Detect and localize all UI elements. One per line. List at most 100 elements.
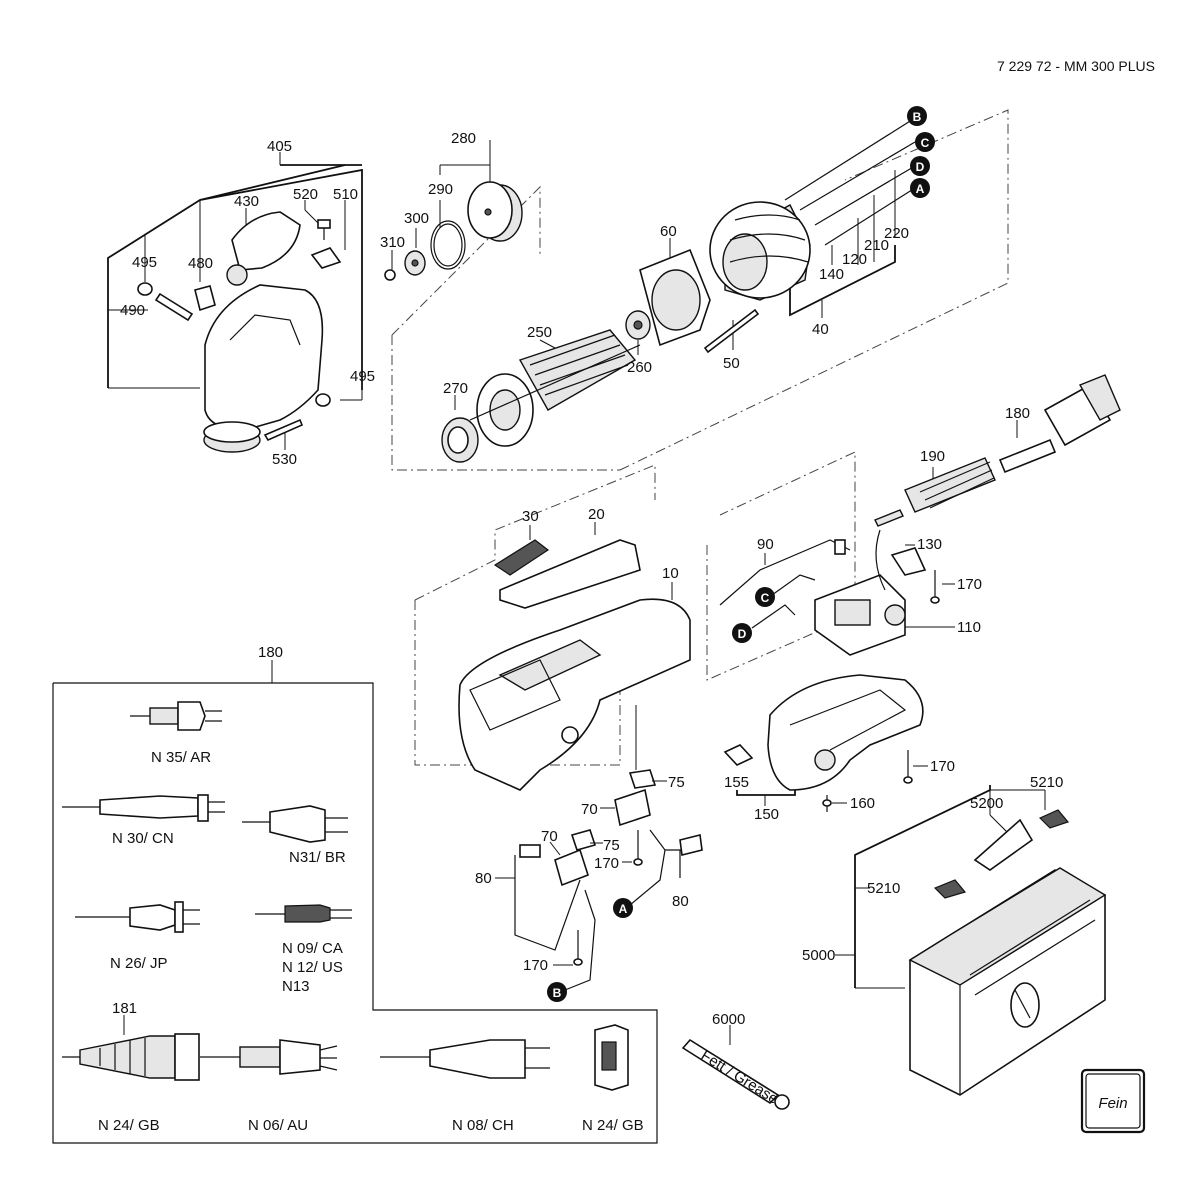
plug-au: N 06/ AU bbox=[200, 1039, 338, 1134]
callout-160: 160 bbox=[850, 795, 875, 812]
plug-cn: N 30/ CN bbox=[62, 794, 225, 847]
carry-case-group: 5210 5200 5210 5000 bbox=[802, 774, 1107, 1096]
plug-variants-box: 180 N 35/ AR N 30/ CN N31/ BR bbox=[52, 644, 658, 1144]
svg-text:Fein: Fein bbox=[1098, 1095, 1127, 1112]
plug-label-gb-2: N 24/ GB bbox=[582, 1117, 644, 1134]
callout-181: 181 bbox=[112, 1000, 137, 1017]
plug-jp: N 26/ JP bbox=[75, 901, 200, 972]
callout-5200: 5200 bbox=[970, 795, 1003, 812]
plug-label-jp: N 26/ JP bbox=[110, 955, 168, 972]
callout-150: 150 bbox=[754, 806, 779, 823]
callout-75-lower: 75 bbox=[603, 837, 620, 854]
callout-310: 310 bbox=[380, 234, 405, 251]
svg-text:A: A bbox=[916, 182, 925, 196]
callout-80-left: 80 bbox=[475, 870, 492, 887]
wire-marker-d-mid: D bbox=[732, 623, 752, 643]
callout-270: 270 bbox=[443, 380, 468, 397]
callout-130: 130 bbox=[917, 536, 942, 553]
callout-280: 280 bbox=[451, 130, 476, 147]
callout-155: 155 bbox=[724, 774, 749, 791]
plug-label-ar: N 35/ AR bbox=[151, 749, 211, 766]
callout-170-mid: 170 bbox=[594, 855, 619, 872]
motor-group: 280 290 300 310 60 250 260 270 50 40 140… bbox=[380, 106, 1009, 471]
callout-140: 140 bbox=[819, 266, 844, 283]
callout-290: 290 bbox=[428, 181, 453, 198]
callout-430: 430 bbox=[234, 193, 259, 210]
callout-220: 220 bbox=[884, 225, 909, 242]
callout-5210-top: 5210 bbox=[1030, 774, 1063, 791]
plug-label-br: N31/ BR bbox=[289, 849, 346, 866]
svg-text:C: C bbox=[921, 136, 930, 150]
switch-brush-group: A B 75 70 70 75 170 80 80 170 bbox=[475, 705, 703, 1002]
callout-20: 20 bbox=[588, 506, 605, 523]
callout-260: 260 bbox=[627, 359, 652, 376]
callout-6000: 6000 bbox=[712, 1011, 745, 1028]
plug-label-au: N 06/ AU bbox=[248, 1117, 308, 1134]
plug-gb: N 24/ GB bbox=[582, 1024, 644, 1134]
plug-label-us: N 12/ US bbox=[282, 959, 343, 976]
electronics-group: C D 90 130 170 110 bbox=[719, 509, 982, 656]
callout-405: 405 bbox=[267, 138, 292, 155]
callout-180-main: 180 bbox=[1005, 405, 1030, 422]
callout-495-right: 495 bbox=[350, 368, 375, 385]
plug-ar: N 35/ AR bbox=[130, 701, 222, 766]
plug-br: N31/ BR bbox=[242, 805, 348, 866]
callout-120: 120 bbox=[842, 251, 867, 268]
callout-75-upper: 75 bbox=[668, 774, 685, 791]
fein-logo: Fein bbox=[1080, 1068, 1146, 1134]
svg-text:B: B bbox=[553, 986, 562, 1000]
gear-head-group: 405 430 520 510 495 480 490 495 530 bbox=[107, 138, 375, 468]
callout-70-upper: 70 bbox=[581, 801, 598, 818]
callout-510: 510 bbox=[333, 186, 358, 203]
callout-30: 30 bbox=[522, 508, 539, 525]
svg-text:C: C bbox=[761, 591, 770, 605]
callout-5210-left: 5210 bbox=[867, 880, 900, 897]
callout-170-top: 170 bbox=[957, 576, 982, 593]
wire-marker-c-top: C bbox=[915, 132, 935, 152]
wire-marker-b-bottom: B bbox=[547, 982, 567, 1002]
plug-label-gb-1: N 24/ GB bbox=[98, 1117, 160, 1134]
callout-480: 480 bbox=[188, 255, 213, 272]
wire-marker-c-mid: C bbox=[755, 587, 775, 607]
wire-marker-d-top: D bbox=[910, 156, 930, 176]
tube-label: Fett / Grease bbox=[698, 1047, 781, 1108]
callout-10: 10 bbox=[662, 565, 679, 582]
plug-label-ca: N 09/ CA bbox=[282, 940, 343, 957]
plug-ca-us: N 09/ CA N 12/ US N13 bbox=[255, 904, 352, 995]
plug-label-cn: N 30/ CN bbox=[112, 830, 174, 847]
callout-5000: 5000 bbox=[802, 947, 835, 964]
svg-text:D: D bbox=[916, 160, 925, 174]
callout-250: 250 bbox=[527, 324, 552, 341]
callout-300: 300 bbox=[404, 210, 429, 227]
plug-label-ch: N 08/ CH bbox=[452, 1117, 514, 1134]
callout-490: 490 bbox=[120, 302, 145, 319]
callout-210: 210 bbox=[864, 237, 889, 254]
model-code: 7 229 72 - MM 300 PLUS bbox=[997, 58, 1155, 74]
callout-530: 530 bbox=[272, 451, 297, 468]
callout-40: 40 bbox=[812, 321, 829, 338]
callout-170-bottom: 170 bbox=[523, 957, 548, 974]
svg-text:A: A bbox=[619, 902, 628, 916]
callout-110: 110 bbox=[957, 619, 981, 636]
grease-tube-group: Fett / Grease 6000 bbox=[681, 1011, 790, 1110]
callout-520: 520 bbox=[293, 186, 318, 203]
wire-marker-a-bottom: A bbox=[613, 898, 633, 918]
callout-190: 190 bbox=[920, 448, 945, 465]
callout-60: 60 bbox=[660, 223, 677, 240]
callout-70-lower: 70 bbox=[541, 828, 558, 845]
svg-text:D: D bbox=[738, 627, 747, 641]
lower-housing-group: 155 150 160 170 bbox=[723, 674, 955, 823]
housing-group: 30 20 10 bbox=[414, 451, 856, 791]
callout-180-box: 180 bbox=[258, 644, 283, 661]
plug-gb-cee: 181 N 24/ GB bbox=[62, 1000, 200, 1134]
wire-marker-b-top: B bbox=[907, 106, 927, 126]
plug-ch: N 08/ CH bbox=[380, 1039, 550, 1134]
callout-80-right: 80 bbox=[672, 893, 689, 910]
svg-text:B: B bbox=[913, 110, 922, 124]
callout-50: 50 bbox=[723, 355, 740, 372]
power-cable-group: 180 190 bbox=[904, 374, 1121, 513]
callout-170-right: 170 bbox=[930, 758, 955, 775]
callout-495-top: 495 bbox=[132, 254, 157, 271]
callout-90: 90 bbox=[757, 536, 774, 553]
